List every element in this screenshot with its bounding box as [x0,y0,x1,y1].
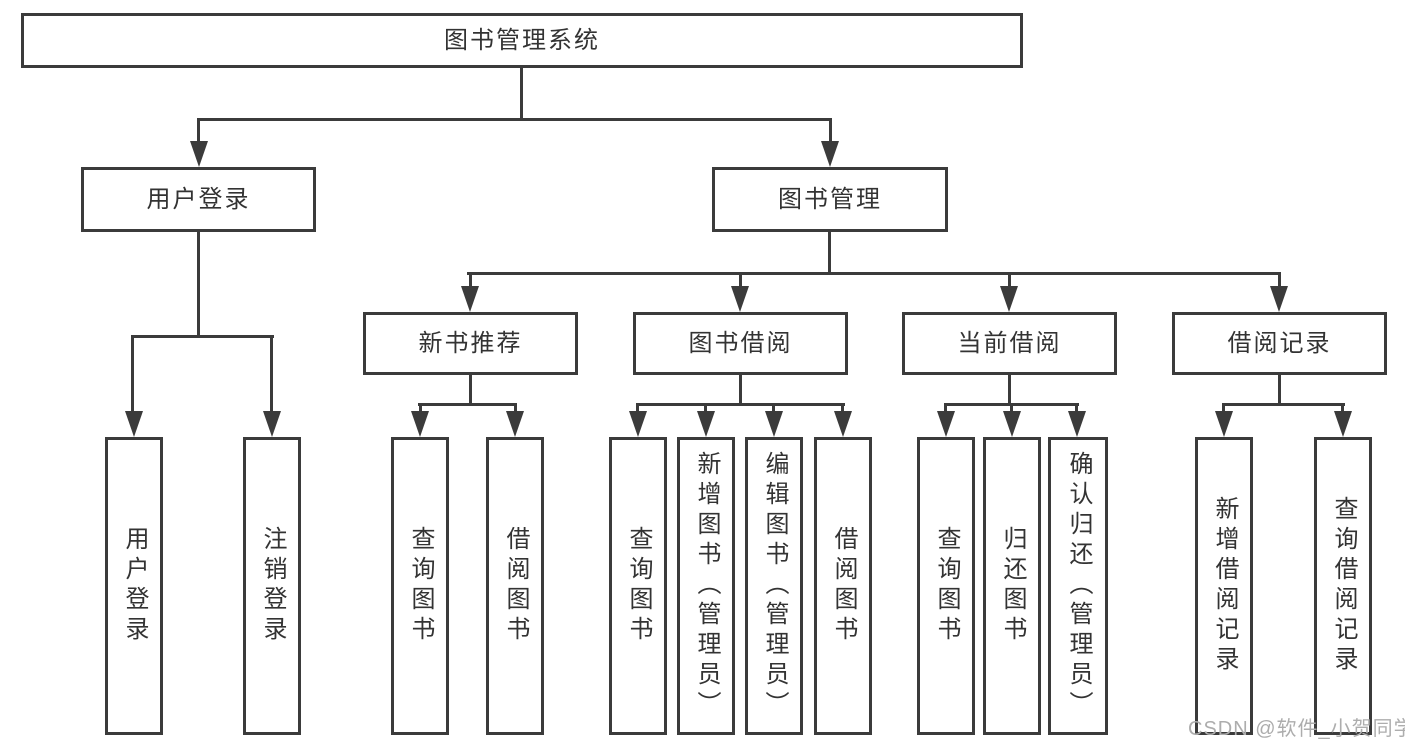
arrowhead-icon [834,411,852,437]
connector-root-stem [520,68,523,120]
leaf-borrow-books-recommend-label: 借阅图书 [502,526,529,646]
arrowhead-icon [1270,286,1288,312]
arrowhead-icon [125,411,143,437]
csdn-watermark: CSDN @软件_小贺同学 [1188,718,1405,740]
connector-level2-branch [467,272,1281,275]
connector-drop [469,272,472,288]
connector-stem [739,375,742,406]
node-user-login-label: 用户登录 [146,185,251,213]
arrowhead-icon [263,411,281,437]
leaf-confirm-return-admin-label: 确认归还（管理员） [1065,451,1092,721]
connector-level1-branch [197,118,832,121]
connector-drop [704,403,707,415]
leaf-add-borrow-record: 新增借阅记录 [1195,437,1253,735]
leaf-query-books-recommend: 查询图书 [391,437,449,735]
node-book-management-label: 图书管理 [778,185,882,213]
connector-drop [1008,272,1011,288]
leaf-add-books-admin-label: 新增图书（管理员） [693,451,720,721]
connector-stem [469,375,472,406]
node-book-borrow-label: 图书借阅 [688,329,793,357]
node-new-book-recommend-label: 新书推荐 [418,329,523,357]
arrowhead-icon [506,411,524,437]
leaf-return-books-label: 归还图书 [999,526,1026,646]
connector-drop [270,335,273,413]
arrowhead-icon [1215,411,1233,437]
leaf-query-books-current-label: 查询图书 [933,526,960,646]
node-current-borrow: 当前借阅 [902,312,1117,375]
leaf-query-books-recommend-label: 查询图书 [407,526,434,646]
node-new-book-recommend: 新书推荐 [363,312,578,375]
node-book-borrow: 图书借阅 [633,312,848,375]
leaf-edit-books-admin-label: 编辑图书（管理员） [761,451,788,721]
node-current-borrow-label: 当前借阅 [957,329,1062,357]
connector-drop [1278,272,1281,288]
connector-drop [1341,403,1344,415]
node-root: 图书管理系统 [21,13,1023,68]
arrowhead-icon [1334,411,1352,437]
arrowhead-icon [697,411,715,437]
leaf-query-books-borrow: 查询图书 [609,437,667,735]
connector-stem [1008,375,1011,406]
leaf-user-login: 用户登录 [105,437,163,735]
arrowhead-icon [190,141,208,167]
connector-drop [197,118,200,144]
connector-drop [1010,403,1013,415]
connector-drop [514,403,517,415]
arrowhead-icon [1000,286,1018,312]
connector-user-login-stem [197,232,200,338]
arrowhead-icon [411,411,429,437]
leaf-query-borrow-record-label: 查询借阅记录 [1330,496,1357,676]
connector-drop [1222,403,1225,415]
node-root-label: 图书管理系统 [444,26,600,54]
leaf-logout-login: 注销登录 [243,437,301,735]
node-user-login: 用户登录 [81,167,316,232]
leaf-user-login-label: 用户登录 [121,526,148,646]
arrowhead-icon [765,411,783,437]
leaf-borrow-books: 借阅图书 [814,437,872,735]
connector-drop [944,403,947,415]
leaf-borrow-books-recommend: 借阅图书 [486,437,544,735]
connector-book-mgmt-stem [828,232,831,275]
arrowhead-icon [629,411,647,437]
node-borrow-records-label: 借阅记录 [1227,329,1332,357]
leaf-add-borrow-record-label: 新增借阅记录 [1211,496,1238,676]
connector-drop [841,403,844,415]
leaf-borrow-books-label: 借阅图书 [830,526,857,646]
arrowhead-icon [1003,411,1021,437]
connector-drop [131,335,134,413]
arrowhead-icon [821,141,839,167]
connector-drop [829,118,832,144]
leaf-confirm-return-admin: 确认归还（管理员） [1048,437,1108,735]
arrowhead-icon [1068,411,1086,437]
leaf-add-books-admin: 新增图书（管理员） [677,437,735,735]
connector-user-login-branch [131,335,274,338]
connector-branch [636,403,845,406]
leaf-logout-login-label: 注销登录 [259,526,286,646]
connector-drop [419,403,422,415]
connector-drop [739,272,742,288]
leaf-query-borrow-record: 查询借阅记录 [1314,437,1372,735]
connector-stem [1278,375,1281,406]
connector-drop [772,403,775,415]
node-borrow-records: 借阅记录 [1172,312,1387,375]
connector-drop [636,403,639,415]
leaf-query-books-current: 查询图书 [917,437,975,735]
leaf-query-books-borrow-label: 查询图书 [625,526,652,646]
arrowhead-icon [461,286,479,312]
arrowhead-icon [937,411,955,437]
arrowhead-icon [731,286,749,312]
leaf-return-books: 归还图书 [983,437,1041,735]
node-book-management: 图书管理 [712,167,948,232]
connector-branch [1222,403,1345,406]
connector-drop [1075,403,1078,415]
leaf-edit-books-admin: 编辑图书（管理员） [745,437,803,735]
connector-branch [418,403,517,406]
